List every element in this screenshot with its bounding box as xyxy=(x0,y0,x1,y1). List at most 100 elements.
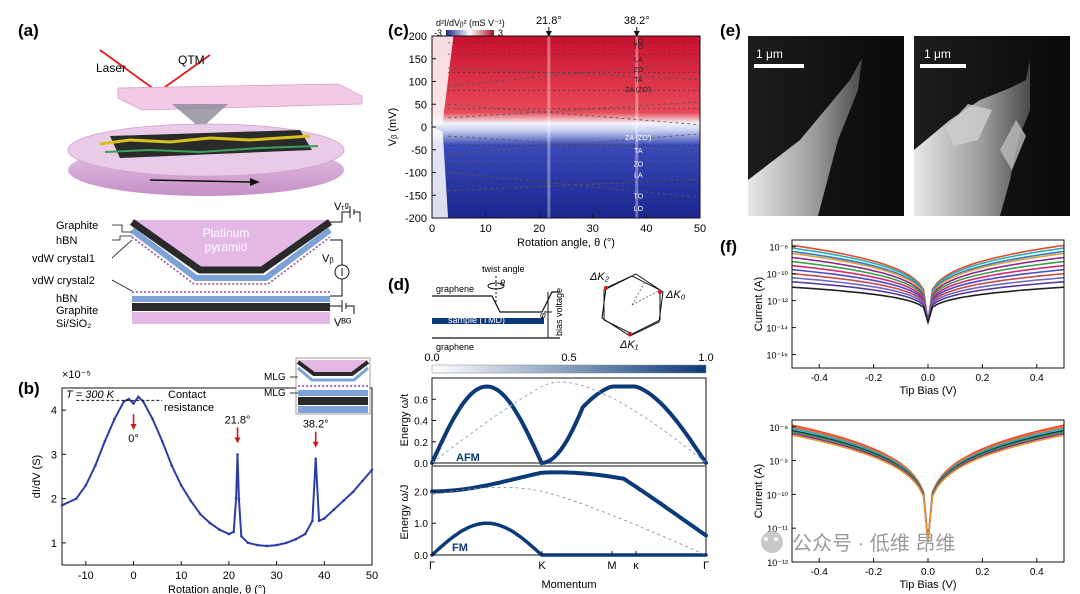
c-phonon-label: TO xyxy=(634,44,644,51)
b-point xyxy=(351,490,355,494)
b-point xyxy=(256,543,259,547)
panel-d: (d) twist angle θ graphene sample (TMD) … xyxy=(388,264,714,591)
b-point xyxy=(151,417,154,421)
c-phonon-label: ZO xyxy=(633,67,643,74)
f-top-xtick-label: 0.4 xyxy=(1030,373,1044,384)
b-axes-frame xyxy=(61,387,373,566)
b-point xyxy=(137,395,140,399)
qtm-tip xyxy=(172,104,228,126)
b-point xyxy=(246,541,250,545)
b-point xyxy=(332,508,336,511)
b-point xyxy=(294,538,297,541)
b-point xyxy=(265,544,269,548)
d-cbar-tick-1: 0.5 xyxy=(561,352,576,364)
f-top-xlabel: Tip Bias (V) xyxy=(899,385,956,397)
f-top-ytick-label: 10⁻¹⁰ xyxy=(767,270,789,280)
b-point xyxy=(370,468,374,472)
b-point xyxy=(314,457,318,461)
d-xtick-label: K xyxy=(538,560,546,572)
f-bottom-xtick-label: 0.0 xyxy=(921,567,935,578)
bias-circuit xyxy=(330,206,361,314)
f-bottom-series xyxy=(791,429,1065,542)
d-xtick-label: Γ xyxy=(429,560,435,572)
b-point xyxy=(160,439,164,443)
d-fm-ytick-label: 1.0 xyxy=(414,519,428,530)
f-bottom-series xyxy=(791,434,1065,542)
d-fm-upper-band xyxy=(430,470,708,538)
panel-f-label: (f) xyxy=(720,237,737,256)
vtg-label: Vₜᵍ xyxy=(334,201,349,213)
b-xtick-label: 30 xyxy=(270,570,282,582)
panel-c-label: (c) xyxy=(388,21,409,40)
d-xtick-label: Γ xyxy=(703,560,709,572)
f-bottom-ytick-label: 10⁻¹¹ xyxy=(767,524,788,534)
hbn-top xyxy=(130,227,332,281)
layer-label-graphite: Graphite xyxy=(56,220,98,232)
layer-label-hbn-2: hBN xyxy=(56,293,77,305)
d-phi: φ xyxy=(540,310,546,320)
d-xlabel: Momentum xyxy=(541,579,596,591)
c-ytick-label: -50 xyxy=(411,145,427,157)
f-top-series xyxy=(791,276,1065,323)
d-delta-k1: ΔK₁ xyxy=(619,339,639,351)
layer-labels: Graphite hBN vdW crystal1 vdW crystal2 h… xyxy=(32,220,133,330)
d-colorbar xyxy=(431,364,707,374)
f-top-series xyxy=(791,250,1065,323)
watermark: 公众号 · 低维 昂维 xyxy=(761,531,955,555)
d-xtick-label: M xyxy=(607,560,616,572)
c-ytick-label: 200 xyxy=(409,31,427,43)
panel-d-label: (d) xyxy=(388,275,410,294)
b-point xyxy=(113,417,116,421)
f-bottom-xtick-label: -0.4 xyxy=(811,567,829,578)
f-bottom-ytick-label: 10⁻¹² xyxy=(767,558,788,568)
f-bottom-series xyxy=(791,427,1065,542)
f-top-xtick-label: -0.4 xyxy=(811,373,829,384)
sem-image-left: 1 μm xyxy=(748,36,904,216)
d-cbar-tick-0: 0.0 xyxy=(424,352,439,364)
b-point xyxy=(179,484,183,487)
substrate xyxy=(132,312,330,324)
c-phonon-branch xyxy=(448,178,701,192)
laser-label: Laser xyxy=(96,61,126,75)
c-top-mark-head xyxy=(633,31,640,37)
f-top-ytick-label: 10⁻⁸ xyxy=(769,243,788,253)
c-ytick-label: 0 xyxy=(421,122,427,134)
b-point xyxy=(234,497,238,500)
c-colorbar xyxy=(446,30,494,36)
b-point xyxy=(170,464,173,467)
rotation-arrow xyxy=(149,179,251,183)
layer-label-vdw1: vdW crystal1 xyxy=(32,253,95,265)
b-contact-1: Contact xyxy=(168,389,206,401)
f-bottom-ytick-label: 10⁻⁹ xyxy=(769,457,788,467)
d-fm-ytick-label: 0.0 xyxy=(414,551,428,562)
c-colorbar-title: d²I/dVᵦ² (mS V⁻¹) xyxy=(436,18,505,28)
b-point xyxy=(311,519,314,523)
c-phonon-branch xyxy=(448,133,701,155)
vb-label: Vᵦ xyxy=(322,253,334,265)
qtm-label: QTM xyxy=(178,53,205,67)
d-theta: θ xyxy=(500,278,505,288)
panel-e: (e) 1 μm 1 μm xyxy=(720,21,1070,216)
b-point xyxy=(240,534,243,538)
c-xtick-label: 10 xyxy=(479,223,491,235)
b-inset: MLG MLG xyxy=(264,357,371,415)
layer-label-graphite-2: Graphite xyxy=(56,305,98,317)
b-point xyxy=(323,517,326,520)
b-point xyxy=(208,521,212,525)
d-afm-ghost xyxy=(431,381,707,464)
device-electrodes xyxy=(99,134,311,146)
d-afm-ytick-label: 0.0 xyxy=(414,459,428,470)
f-top-xtick-label: 0.0 xyxy=(921,373,935,384)
f-top-series xyxy=(791,281,1065,326)
b-annotation: 0° xyxy=(128,433,139,445)
d-brillouin-zones: ΔK₂ ΔK₀ ΔK₁ xyxy=(589,271,686,351)
b-exponent: ×10⁻⁵ xyxy=(62,369,91,381)
b-point xyxy=(236,453,239,456)
d-fm-ytick-label: 2.0 xyxy=(414,487,428,498)
d-fm-ylabel: Energy ω/J xyxy=(399,484,411,539)
b-ytick-label: 3 xyxy=(51,449,57,461)
